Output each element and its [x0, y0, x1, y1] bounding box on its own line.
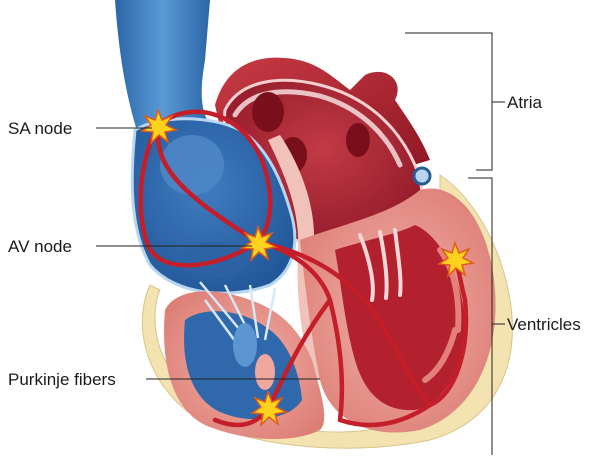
right-atrium-interior: [160, 135, 224, 195]
purkinje-label: Purkinje fibers: [8, 371, 116, 388]
pulmonary-vein-opening: [252, 92, 284, 132]
pulmonary-vein-opening: [346, 123, 370, 157]
ventricles-label: Ventricles: [507, 316, 581, 333]
coronary-vessel: [414, 168, 430, 184]
papillary-muscle: [233, 323, 257, 367]
papillary-muscle: [255, 354, 275, 390]
atria-label: Atria: [507, 94, 542, 111]
av-node-label: AV node: [8, 238, 72, 255]
sa-node-label: SA node: [8, 120, 72, 137]
